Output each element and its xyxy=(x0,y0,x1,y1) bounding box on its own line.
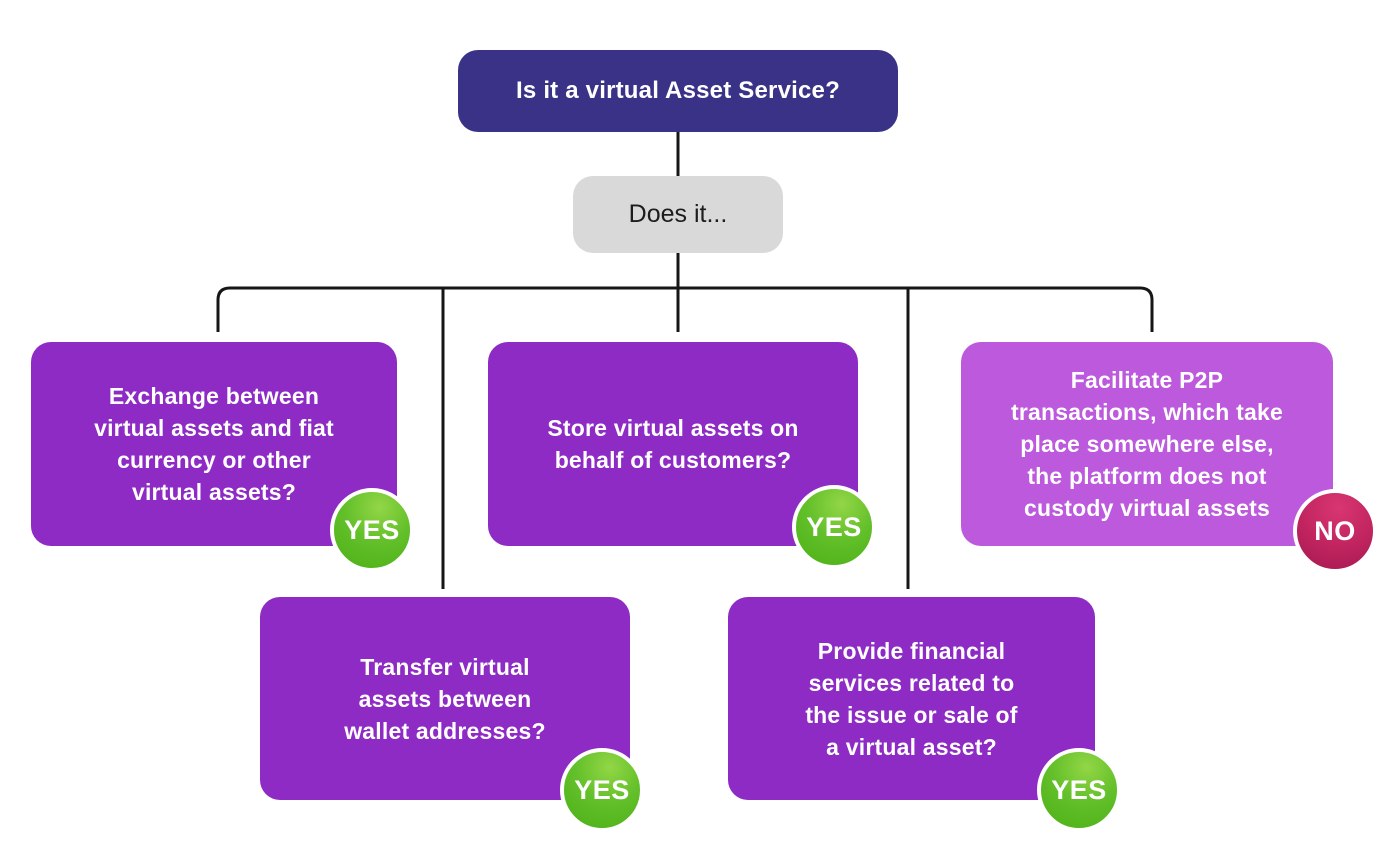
answer-label: YES xyxy=(806,512,862,542)
answer-label: YES xyxy=(344,515,400,545)
question-node-exchange: Exchange between virtual assets and fiat… xyxy=(31,342,414,572)
does-it-label: Does it... xyxy=(628,200,728,228)
answer-badge-yes: YES xyxy=(560,748,644,832)
question-text: Facilitate P2P transactions, which take … xyxy=(1011,367,1283,521)
question-text: Exchange between virtual assets and fiat… xyxy=(94,383,334,505)
question-text: Provide financial services related to th… xyxy=(805,637,1018,760)
does-it-node: Does it... xyxy=(573,176,783,253)
root-question-label: Is it a virtual Asset Service? xyxy=(516,77,840,104)
answer-badge-yes: YES xyxy=(330,488,414,572)
root-question-node: Is it a virtual Asset Service? xyxy=(458,50,898,132)
answer-badge-yes: YES xyxy=(792,485,876,569)
question-node-financial: Provide financial services related to th… xyxy=(728,597,1121,832)
question-node-store: Store virtual assets on behalf of custom… xyxy=(488,342,876,569)
answer-badge-yes: YES xyxy=(1037,748,1121,832)
question-node-p2p: Facilitate P2P transactions, which take … xyxy=(961,342,1377,573)
question-node-transfer: Transfer virtual assets between wallet a… xyxy=(260,597,644,832)
answer-badge-no: NO xyxy=(1293,489,1377,573)
question-text: Transfer virtual assets between wallet a… xyxy=(344,653,546,744)
connector-bracket xyxy=(216,286,1154,332)
answer-label: YES xyxy=(1051,775,1107,805)
question-text: Store virtual assets on behalf of custom… xyxy=(547,415,799,473)
answer-label: NO xyxy=(1314,516,1356,546)
answer-label: YES xyxy=(574,775,630,805)
